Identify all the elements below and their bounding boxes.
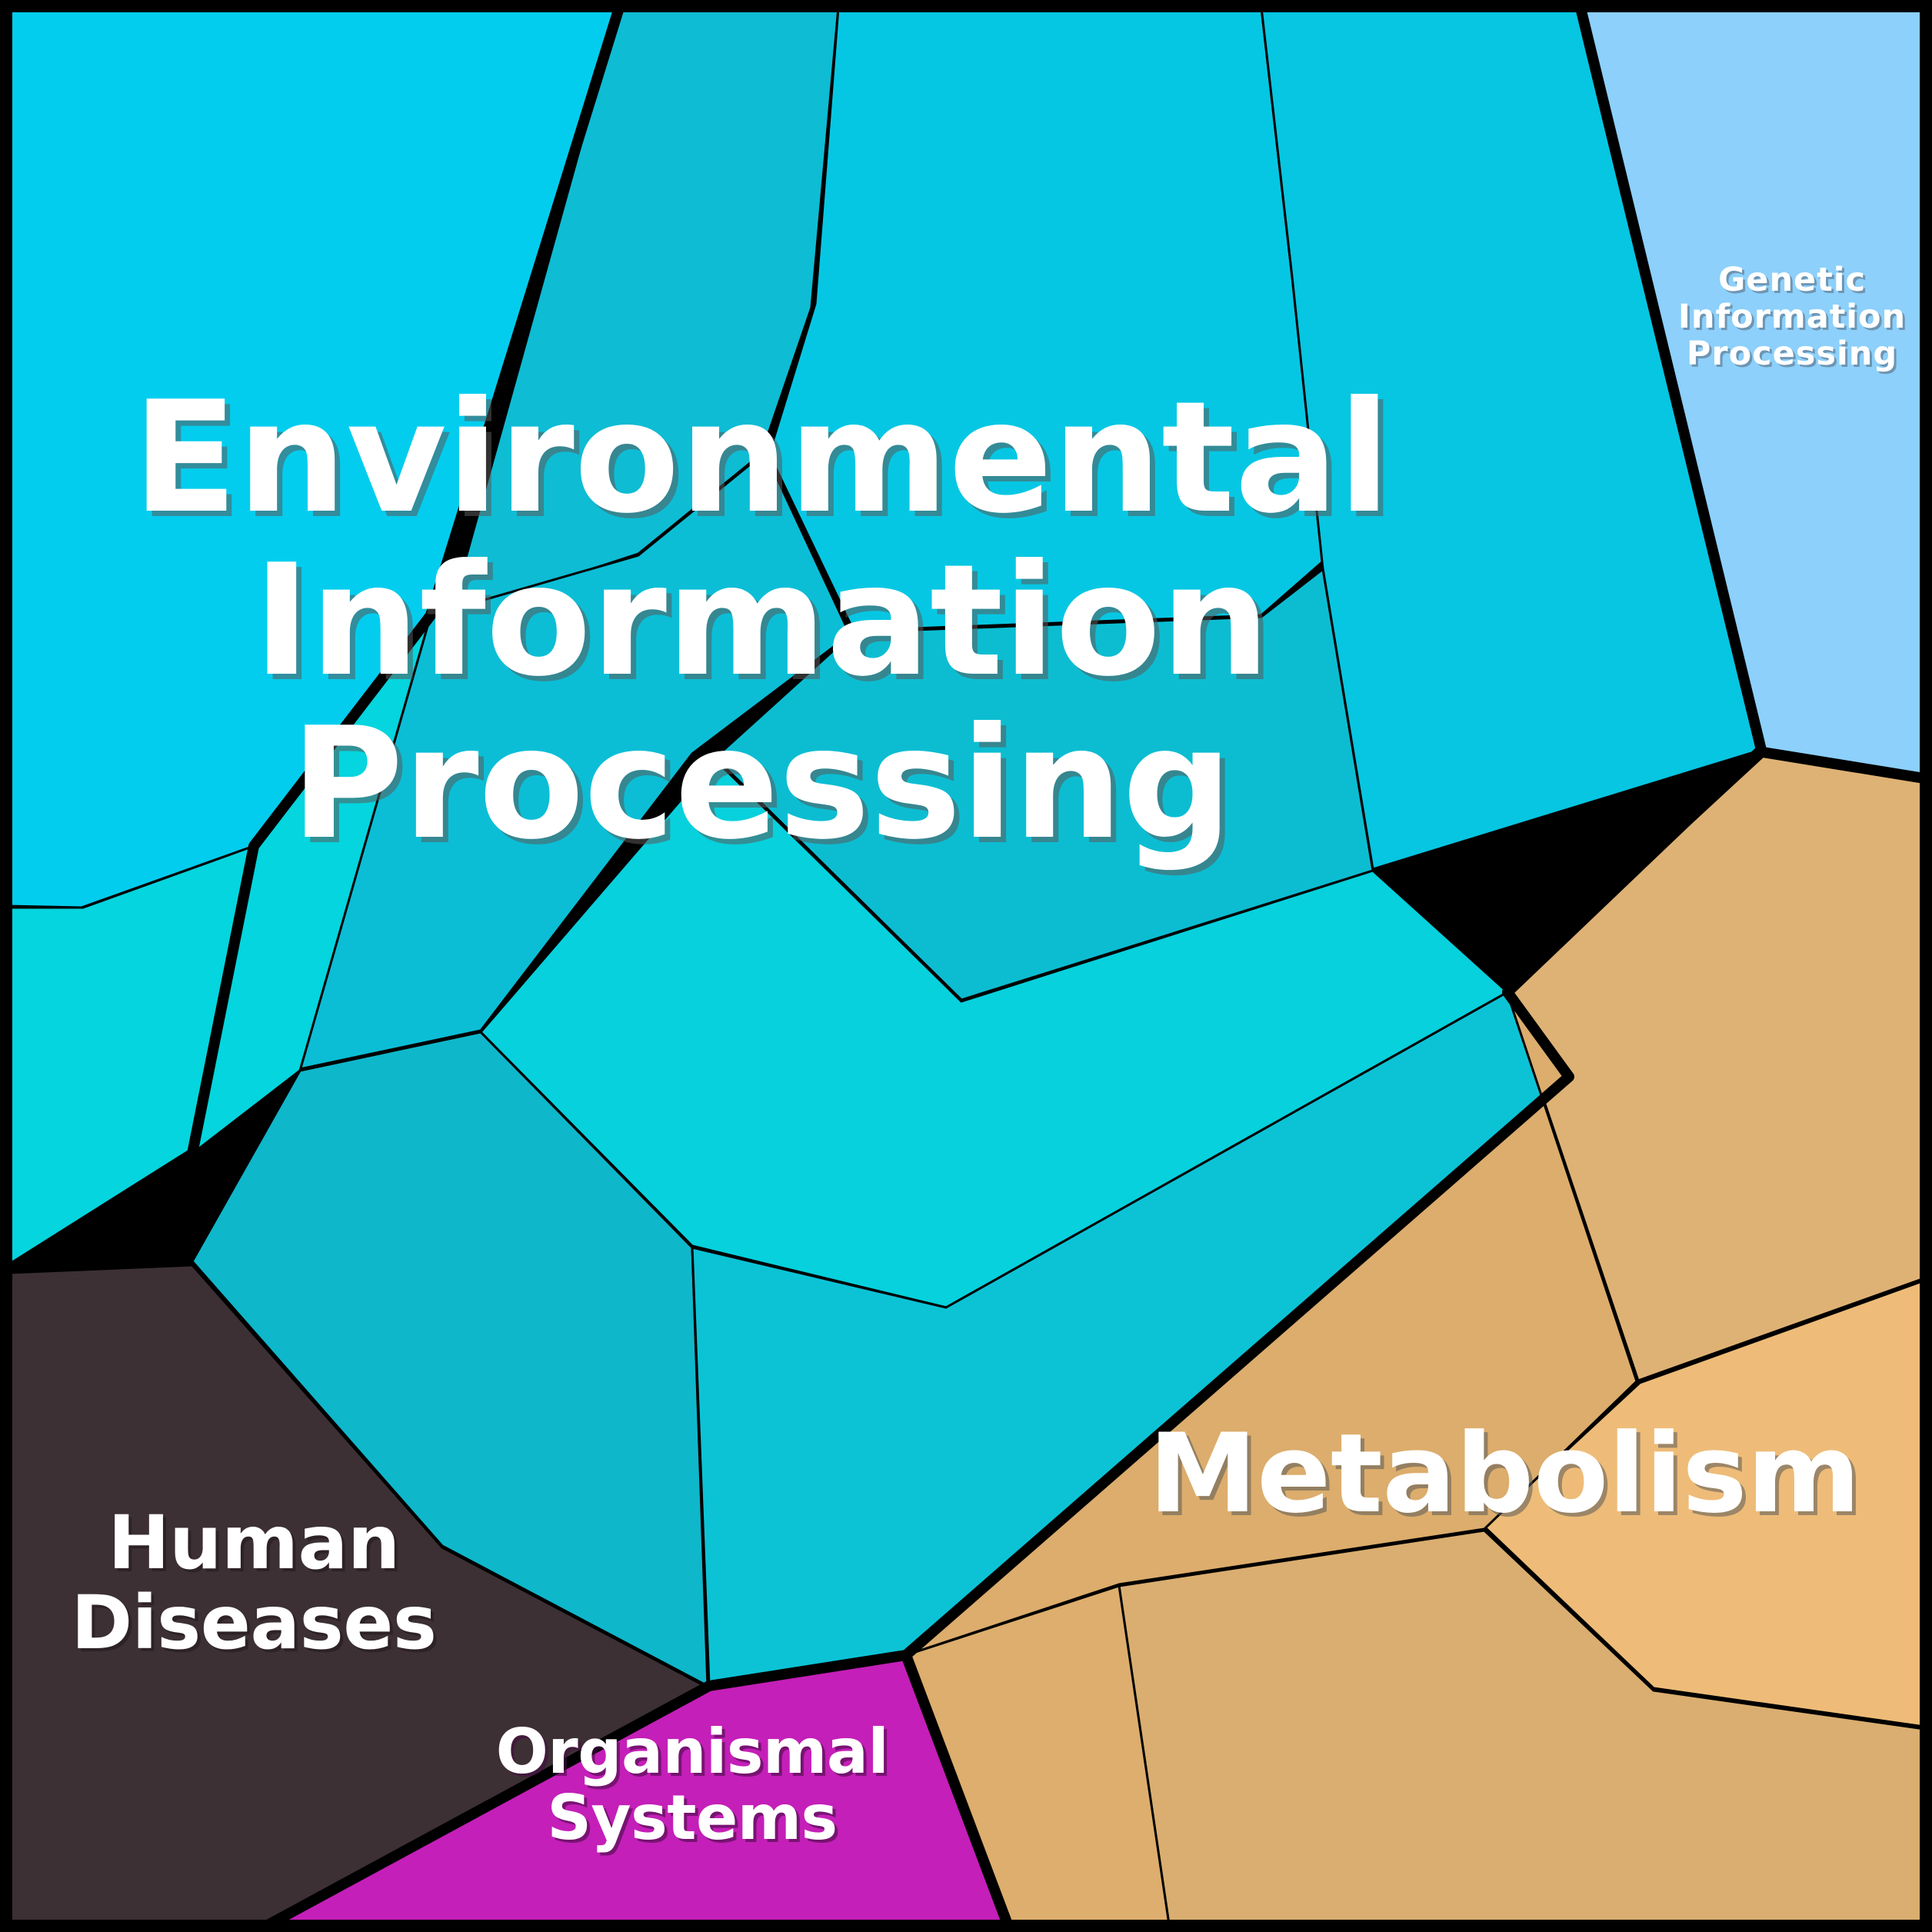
voronoi-cell[interactable]: [768, 6, 1324, 632]
group-separator-4: [264, 1681, 715, 1930]
group-separator-0: [4, 2, 625, 1274]
cells-layer: [6, 6, 1926, 1926]
group-separator-5: [901, 1650, 1013, 1930]
group-separator-2: [1757, 747, 1930, 784]
group-separator-1: [1575, 2, 1767, 755]
group-separator-3: [704, 744, 1767, 1691]
